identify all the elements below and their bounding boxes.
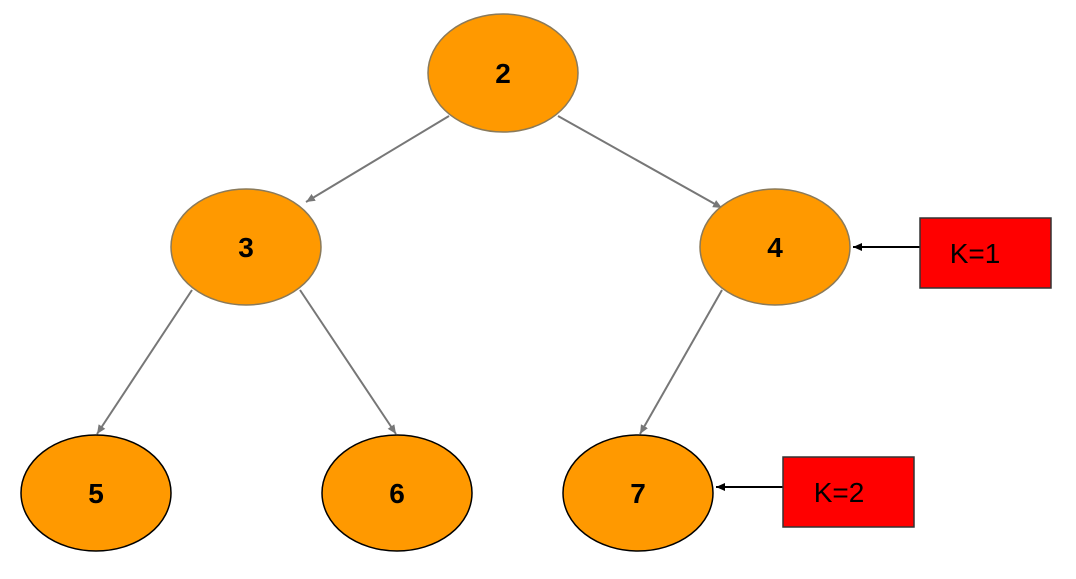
node-2-shape (427, 13, 579, 133)
node-3-shape (170, 188, 322, 306)
edge-4-7 (639, 289, 723, 435)
node-6-shape (321, 434, 473, 552)
marker-k2-label: K=2 (814, 477, 865, 508)
node-4-label: 4 (767, 232, 783, 263)
marker-k2-box (782, 456, 915, 528)
node-4: 4 (699, 188, 851, 306)
pointers (716, 243, 920, 491)
node-5-shape (20, 434, 172, 552)
node-2-label: 2 (495, 58, 511, 89)
marker-k1-box (919, 217, 1052, 289)
edges (96, 115, 723, 435)
node-5: 5 (20, 434, 172, 552)
marker-k2: K=2 (782, 456, 915, 528)
marker-k1: K=1 (919, 217, 1052, 289)
edge-3-6 (299, 289, 397, 435)
marker-k1-label: K=1 (950, 238, 1001, 269)
edge-2-4 (557, 115, 723, 209)
edge-3-5 (96, 289, 193, 435)
node-7-label: 7 (630, 478, 646, 509)
node-6: 6 (321, 434, 473, 552)
node-4-shape (699, 188, 851, 306)
node-7: 7 (562, 434, 714, 552)
edge-2-3 (305, 115, 450, 203)
node-7-shape (562, 434, 714, 552)
node-5-label: 5 (88, 478, 104, 509)
node-6-label: 6 (389, 478, 405, 509)
node-2: 2 (427, 13, 579, 133)
node-3: 3 (170, 188, 322, 306)
node-3-label: 3 (238, 232, 254, 263)
